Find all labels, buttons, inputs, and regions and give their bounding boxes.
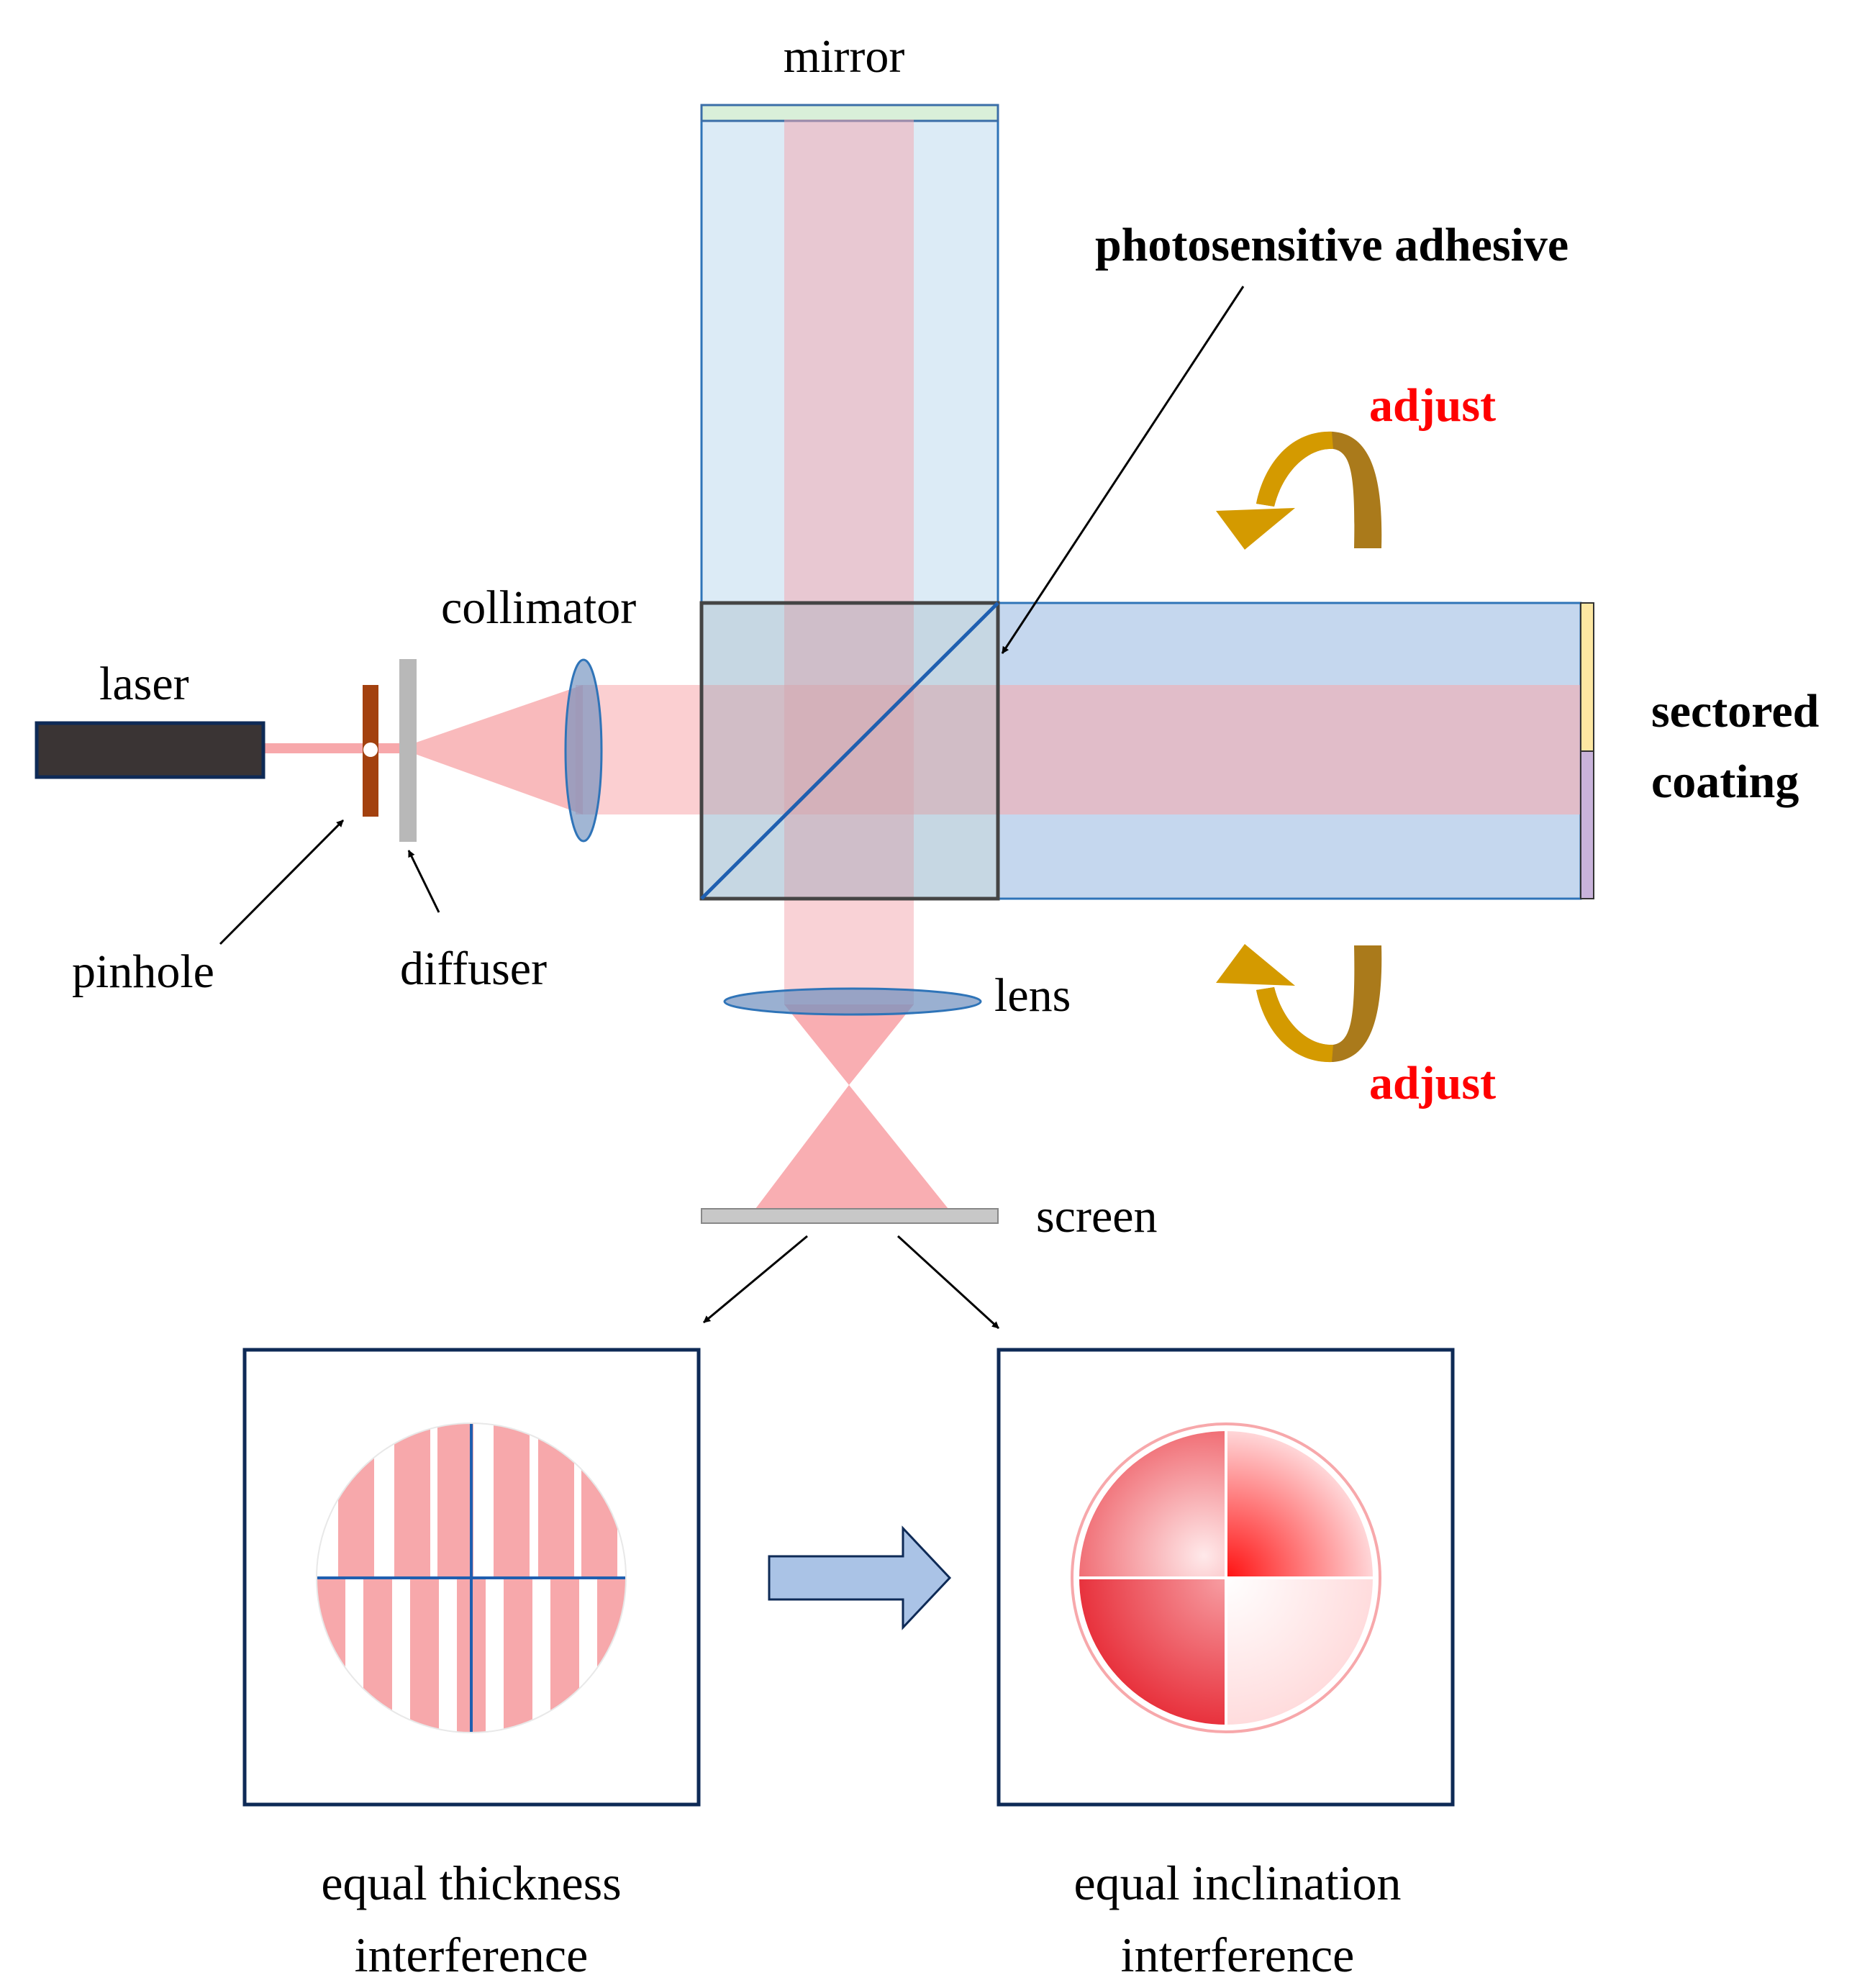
adhesive-pointer (1001, 286, 1245, 654)
screen-pointer-right (896, 1235, 1000, 1330)
equal-inclination-caption-line1: equal inclination (1073, 1856, 1401, 1910)
diverging-beam (399, 685, 583, 814)
screen-plate (701, 1208, 999, 1224)
equal-thickness-caption-line1: equal thickness (321, 1856, 621, 1910)
beam-vertical-collimated (784, 119, 914, 1004)
laser-body (35, 721, 265, 779)
transition-arrow-icon (768, 1525, 952, 1630)
sectored-coating-label-line1: sectored (1651, 685, 1819, 737)
adjust-arrow-bottom-icon (1216, 944, 1382, 1063)
equal-inclination-caption-line2: interference (1121, 1928, 1355, 1982)
beam-splitter-diagonal (700, 602, 999, 900)
adjust-top-label: adjust (1369, 379, 1496, 432)
adjust-bottom-label: adjust (1369, 1057, 1496, 1109)
diffuser-label: diffuser (400, 943, 547, 995)
mirror (700, 104, 999, 122)
laser-label: laser (99, 658, 189, 710)
equal-thickness-caption-line2: interference (355, 1928, 589, 1982)
equal-thickness-fringe-pattern (317, 1423, 626, 1733)
mirror-label: mirror (784, 30, 905, 83)
equal-inclination-quadrant-pattern (1071, 1422, 1381, 1733)
photosensitive-adhesive-label: photosensitive adhesive (1095, 219, 1568, 271)
beam-diverging-to-screen (755, 1085, 948, 1209)
collimator-lens (564, 658, 603, 843)
sectored-coating-label-line2: coating (1651, 755, 1799, 808)
left-circle-outline (316, 1422, 627, 1733)
beam-laser-output (263, 743, 400, 753)
diffuser-plate (399, 659, 417, 842)
lens-label: lens (994, 969, 1071, 1022)
pinhole-aperture (363, 743, 378, 757)
beam-converging (784, 1004, 914, 1085)
focusing-lens (723, 987, 982, 1016)
beam-horizontal-collimated (576, 685, 1581, 814)
screen-pointer-left (703, 1235, 808, 1324)
diffuser-pointer (407, 850, 440, 913)
adjust-arrow-top-icon (1216, 431, 1382, 550)
collimator-label: collimator (441, 581, 636, 634)
pinhole-pointer (219, 819, 345, 945)
screen-label: screen (1036, 1190, 1158, 1243)
pinhole-label: pinhole (72, 945, 214, 998)
sectored-coating-top (1580, 602, 1594, 752)
sectored-coating-bottom (1580, 750, 1594, 899)
